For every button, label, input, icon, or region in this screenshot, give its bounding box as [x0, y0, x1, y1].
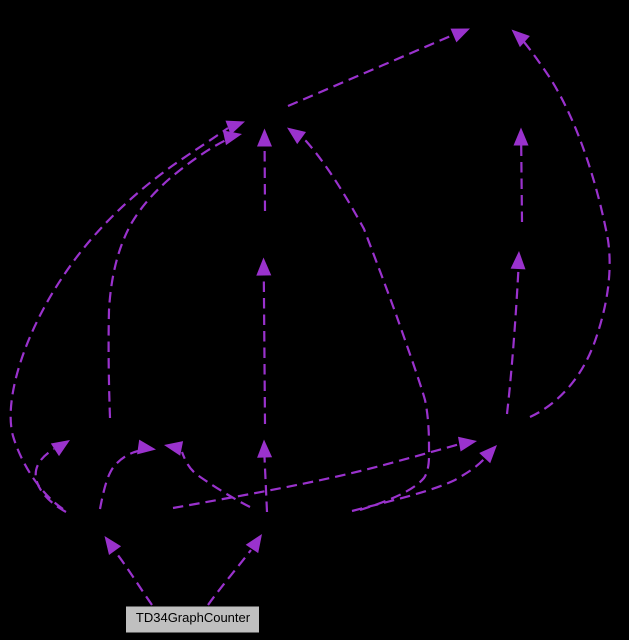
svg-text:TD34GraphCounter: TD34GraphCounter — [136, 610, 251, 625]
